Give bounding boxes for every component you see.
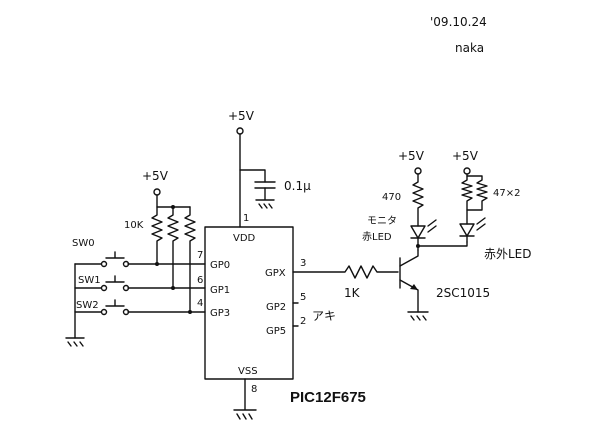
transistor-collector [399, 249, 419, 267]
base-resistor-value: 1K [344, 286, 361, 300]
unused-note: アキ [312, 309, 336, 323]
pin-num-gp1: 6 [197, 275, 203, 286]
pin-num-gp2: 5 [300, 292, 306, 303]
led1-emission-icon [427, 219, 437, 233]
pullup-resistor-gp3 [184, 206, 196, 313]
chip-name: PIC12F675 [290, 389, 366, 406]
pin-gp1-label: GP1 [210, 285, 230, 296]
pullup-resistor-gp1 [167, 206, 179, 289]
pin-gp3-label: GP3 [210, 308, 230, 319]
sw0-contact [105, 251, 125, 259]
led2-label: 赤外LED [484, 247, 532, 261]
transistor-emitter [399, 279, 419, 313]
author-label: naka [455, 41, 484, 55]
cap-ground-icon [255, 187, 275, 209]
led1-supply-label: +5V [398, 149, 425, 163]
sw1-contact [105, 275, 125, 283]
vdd-supply-label: +5V [228, 109, 255, 123]
transistor-part: 2SC1015 [436, 286, 490, 300]
pin-gp5-label: GP5 [266, 326, 286, 337]
led1-supply-terminal [414, 167, 422, 175]
vss-ground-icon [233, 378, 257, 420]
led2-resistor-parallel [466, 175, 488, 225]
led2-resistor [461, 173, 473, 211]
pin-num-gp3: 4 [197, 298, 203, 309]
emitter-ground-icon [407, 311, 429, 321]
pullup-supply-label: +5V [142, 169, 169, 183]
pullup-value: 10K [124, 220, 144, 231]
sw0-label: SW0 [72, 238, 95, 249]
switch-ground-icon [65, 337, 85, 347]
pin-gpx-label: GPX [265, 268, 286, 279]
led1-resistor [412, 173, 424, 227]
pin-vdd-label: VDD [233, 233, 256, 244]
led2-supply-label: +5V [452, 149, 479, 163]
sw2-label: SW2 [76, 300, 99, 311]
led1-icon [410, 225, 426, 247]
led2-resistor-value: 47×2 [493, 188, 520, 199]
pin-vss-label: VSS [238, 366, 258, 377]
pin-num-vdd: 1 [243, 213, 249, 224]
led2-emission-icon [476, 217, 486, 231]
vdd-supply-terminal [236, 127, 244, 135]
collector-node-wire [417, 241, 468, 251]
pin-num-gp0: 7 [197, 250, 203, 261]
pin-num-gp5: 2 [300, 316, 306, 327]
pin-num-gpx: 3 [300, 258, 306, 269]
pin-gp0-label: GP0 [210, 260, 230, 271]
decoupling-capacitor [254, 181, 276, 189]
led1-resistor-value: 470 [382, 192, 401, 203]
pin-num-vss: 8 [251, 384, 257, 395]
unused-pin-stubs [292, 302, 299, 327]
date-label: '09.10.24 [430, 15, 487, 29]
led1-label-line1: モニタ [367, 215, 397, 227]
led1-label-line2: 赤LED [362, 231, 392, 243]
capacitor-value: 0.1μ [284, 179, 311, 193]
pullup-resistor-gp0 [151, 206, 163, 265]
base-resistor [292, 265, 399, 279]
led2-icon [459, 223, 475, 243]
sw1-label: SW1 [78, 275, 101, 286]
cap-top-wire [239, 169, 266, 183]
pullup-supply-terminal [153, 188, 161, 196]
emitter-arrow-icon [410, 284, 418, 290]
led2-supply-terminal [463, 167, 471, 175]
pin-gp2-label: GP2 [266, 302, 286, 313]
sw2-contact [105, 299, 125, 307]
